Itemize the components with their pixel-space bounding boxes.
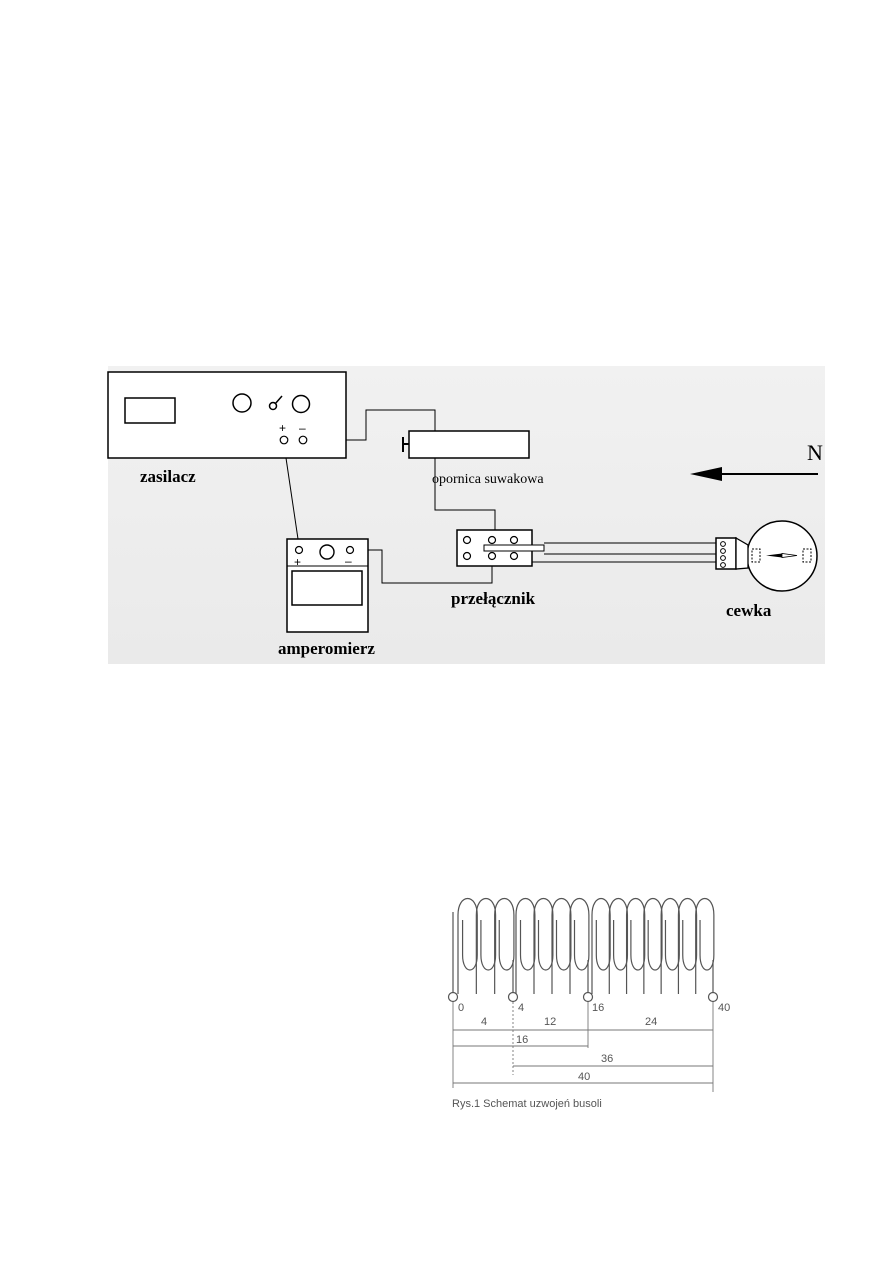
switch-lever: [483, 544, 545, 552]
supply-terminal-minus: [298, 435, 308, 445]
tap-label-40: 40: [718, 1002, 730, 1014]
ammeter-minus-sign: –: [345, 554, 352, 568]
span-label-40: 40: [578, 1071, 590, 1083]
supply-knob-right: [291, 394, 311, 414]
wires: [285, 409, 496, 584]
tap-label-0: 0: [458, 1002, 464, 1014]
ammeter-plus-sign: +: [294, 555, 301, 569]
coil-turn: [551, 897, 572, 994]
dimension-lines: [452, 1002, 714, 1092]
coil-turn: [625, 897, 646, 994]
compass-needle-icon: [766, 553, 798, 558]
tap-0: [447, 991, 459, 1003]
rheostat-label: opornica suwakowa: [432, 472, 544, 487]
coil-turn: [494, 897, 515, 994]
power-supply: + –: [107, 371, 347, 459]
coil-turn: [695, 897, 715, 994]
supply-display: [124, 397, 176, 424]
north-label: N: [807, 440, 823, 465]
coil-turn: [643, 897, 663, 994]
coil-turn: [569, 897, 590, 994]
tap-40: [707, 991, 719, 1003]
coil-turn: [591, 897, 611, 994]
span-label-36: 36: [601, 1053, 613, 1065]
ammeter-label: amperomierz: [278, 639, 375, 658]
ammeter: + –: [286, 538, 369, 633]
supply-knob: [232, 393, 252, 413]
dimension-labels: 4 12 24 16 36 40: [481, 1016, 657, 1083]
switch: [456, 529, 545, 567]
rheostat: [402, 430, 530, 459]
north-arrow-icon: [690, 467, 818, 481]
segment-label-24: 24: [645, 1016, 657, 1028]
coil-turn: [677, 897, 698, 994]
tap-label-16: 16: [592, 1002, 604, 1014]
compass-coil: [532, 520, 818, 592]
ammeter-terminal-minus: [345, 545, 355, 555]
coil-turn: [515, 897, 536, 994]
tap-16: [582, 991, 594, 1003]
coil-turn: [660, 897, 680, 994]
segment-label-4: 4: [481, 1016, 487, 1028]
circuit-diagram: + – zasilacz opornica suwakowa N + – amp…: [107, 366, 825, 664]
coil-caption: Rys.1 Schemat uzwojeń busoli: [452, 1098, 602, 1110]
tap-label-4: 4: [518, 1002, 524, 1014]
coil-winding-left: [751, 548, 761, 563]
coil-taps: 0 4 16 40: [447, 912, 730, 1014]
ammeter-dial: [319, 544, 335, 560]
supply-minus-sign: –: [299, 421, 306, 435]
supply-switch-icon: [268, 401, 278, 411]
coil-turn: [457, 897, 478, 994]
supply-switch-lever: [274, 395, 283, 405]
ammeter-display: [291, 570, 363, 606]
span-label-16: 16: [516, 1034, 528, 1046]
coil-turn: [533, 897, 554, 994]
tap-4: [507, 991, 519, 1003]
coil-turns: [457, 897, 715, 994]
coil-winding-right: [802, 548, 812, 563]
ammeter-terminal-plus: [294, 545, 304, 555]
switch-label: przełącznik: [451, 589, 536, 608]
supply-plus-sign: +: [279, 421, 286, 435]
coil-label: cewka: [726, 601, 772, 620]
coil-turn: [475, 897, 497, 994]
segment-label-12: 12: [544, 1016, 556, 1028]
supply-label: zasilacz: [140, 467, 196, 486]
supply-terminal-plus: [279, 435, 289, 445]
coil-turn: [608, 897, 629, 994]
